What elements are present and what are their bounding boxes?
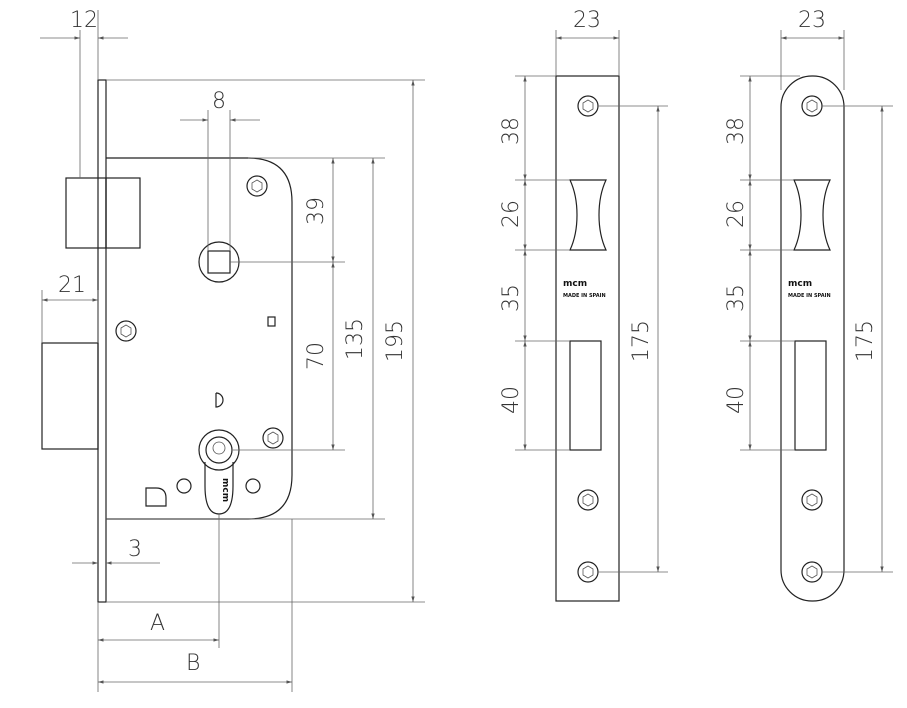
strike-square-dim-175: 175 [629, 320, 654, 362]
strike-plate-round [780, 75, 845, 602]
dim-21: 21 [58, 273, 86, 298]
strike-square-dim-26: 26 [499, 200, 524, 228]
hex-screw-left-icon [115, 320, 137, 342]
cylinder-hole [198, 429, 240, 515]
strike-plate-round-view: mcm MADE IN SPAIN 23 38 26 35 40 [724, 8, 893, 602]
strike-square-dim-38: 38 [499, 117, 524, 145]
hex-screw-right-icon [262, 427, 284, 449]
latch-hole [145, 487, 167, 507]
strike-round-dim-35: 35 [724, 284, 749, 312]
dim-b: B [186, 651, 200, 676]
strike-round-dim-23: 23 [798, 8, 826, 33]
strike-screw-mid-icon [577, 489, 599, 511]
strike-plate-square [555, 75, 620, 602]
faceplate [97, 79, 107, 603]
half-circle-mark [215, 392, 224, 408]
strike-square-brand: mcm [563, 279, 587, 289]
round-screw-mid-icon [801, 489, 823, 511]
latch-bolt [65, 177, 107, 249]
round-bolt-opening [794, 340, 827, 451]
strike-round-brand: mcm [788, 279, 812, 289]
strike-screw-bottom-icon [577, 561, 599, 583]
strike-square-dim-35: 35 [499, 284, 524, 312]
latch-opening [569, 179, 607, 251]
small-hole-left [176, 478, 192, 494]
strike-round-dim-26: 26 [724, 200, 749, 228]
strike-plate-square-view: mcm MADE IN SPAIN 23 38 26 35 40 [499, 8, 668, 602]
strike-square-origin: MADE IN SPAIN [563, 293, 606, 299]
dim-195: 195 [383, 320, 408, 362]
round-screw-top-icon [801, 95, 823, 117]
round-screw-bottom-icon [801, 561, 823, 583]
latch-bolt-tail [105, 177, 141, 249]
dim-39: 39 [304, 197, 329, 225]
bolt-opening [569, 340, 602, 451]
hex-screw-top-icon [246, 175, 268, 197]
dim-a: A [150, 611, 165, 636]
strike-round-dim-38: 38 [724, 117, 749, 145]
round-latch-opening [793, 179, 831, 251]
strike-square-dim-23: 23 [573, 8, 601, 33]
dim-135: 135 [343, 318, 368, 360]
dim-3: 3 [128, 537, 142, 562]
small-hole-right [245, 478, 261, 494]
slot [267, 316, 276, 327]
cylinder-brand-label: mcm [220, 478, 230, 502]
dim-70: 70 [304, 342, 329, 370]
strike-round-dim-40: 40 [724, 386, 749, 414]
lock-body-view: mcm 12 8 21 39 70 135 [40, 8, 425, 692]
dim-12: 12 [70, 8, 98, 33]
lock-case-outline [106, 157, 293, 520]
strike-square-dim-40: 40 [499, 386, 524, 414]
dim-8: 8 [212, 89, 226, 114]
deadbolt [41, 342, 99, 450]
strike-round-origin: MADE IN SPAIN [788, 293, 831, 299]
strike-screw-top-icon [577, 95, 599, 117]
strike-round-dim-175: 175 [853, 320, 878, 362]
